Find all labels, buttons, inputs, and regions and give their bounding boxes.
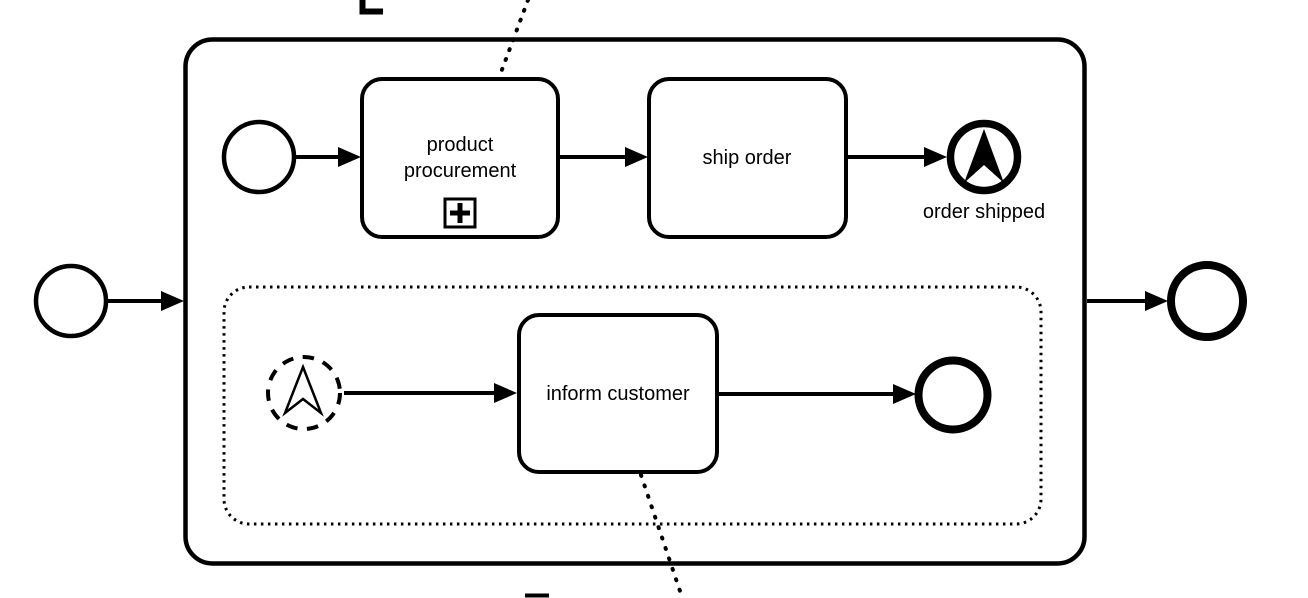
sequence-flow-start-to-procurement [296, 147, 361, 167]
start-event-top[interactable] [221, 119, 297, 195]
task-label-line2: procurement [404, 160, 517, 182]
end-event-outer[interactable] [1167, 261, 1247, 341]
dotted-association-line-top [498, 0, 530, 77]
dotted-association-line-bottom [639, 473, 685, 598]
sequence-flow-procurement-to-ship [559, 147, 648, 167]
task-product-procurement[interactable]: product procurement [360, 77, 560, 239]
plus-subprocess-marker-icon [443, 197, 477, 229]
start-event-outer[interactable] [33, 263, 109, 339]
arrowhead-icon [1145, 291, 1168, 311]
arrowhead-icon [893, 384, 916, 404]
event-label: order shipped [923, 201, 1045, 223]
event-subprocess-container[interactable] [222, 285, 1043, 526]
arrowhead-icon [494, 383, 517, 403]
arrowhead-icon [924, 147, 947, 167]
escalation-catch-icon [282, 363, 324, 417]
escalation-throw-icon [964, 129, 1004, 183]
arrowhead-icon [625, 147, 648, 167]
sequence-flow-inform-to-end [719, 384, 916, 404]
arrowhead-icon [161, 291, 184, 311]
subprocess-container[interactable] [183, 37, 1087, 566]
task-label-line1: product [427, 134, 494, 156]
sequence-flow-outer-start-to-subprocess [108, 291, 184, 311]
sequence-flow-subprocess-to-outer-end [1087, 291, 1168, 311]
escalation-end-event-order-shipped[interactable]: order shipped [923, 119, 1045, 224]
sequence-flow-escalation-to-inform [344, 383, 517, 403]
end-event-event-subprocess[interactable] [914, 356, 992, 434]
task-label: inform customer [546, 383, 690, 405]
task-ship-order[interactable]: ship order [647, 77, 848, 239]
task-label: ship order [703, 147, 792, 169]
task-inform-customer[interactable]: inform customer [517, 313, 719, 474]
escalation-start-event-non-interrupting[interactable] [266, 355, 342, 431]
cropped-shape-top-corner [359, 0, 383, 15]
sequence-flow-ship-to-shipped [848, 147, 947, 167]
arrowhead-icon [338, 147, 361, 167]
